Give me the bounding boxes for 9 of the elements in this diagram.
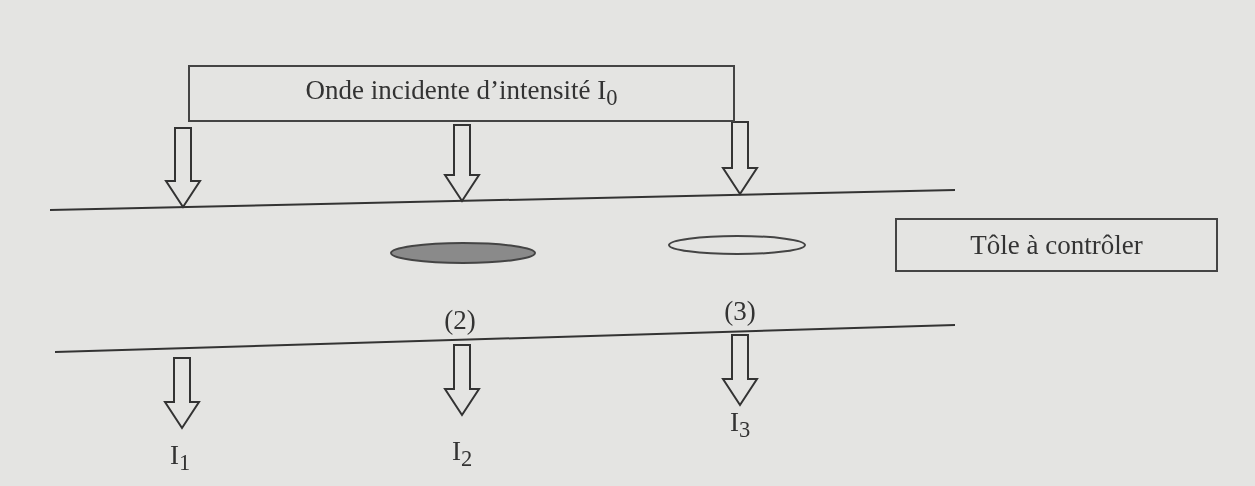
intensity-label: I$_{3}$ bbox=[729, 407, 751, 444]
intensity-label: I$_{2}$ bbox=[451, 436, 473, 473]
box-text: Tôle à contrôler bbox=[970, 229, 1143, 261]
sheet-label-box bbox=[895, 218, 1218, 272]
intensity-label: I$_{1}$ bbox=[169, 440, 191, 477]
incident-wave-box bbox=[188, 65, 735, 122]
defect-number: (3) bbox=[724, 296, 756, 327]
box-text: Onde incidente d’intensité I$_{0}$ bbox=[305, 75, 618, 112]
defect-number: (2) bbox=[444, 305, 476, 336]
